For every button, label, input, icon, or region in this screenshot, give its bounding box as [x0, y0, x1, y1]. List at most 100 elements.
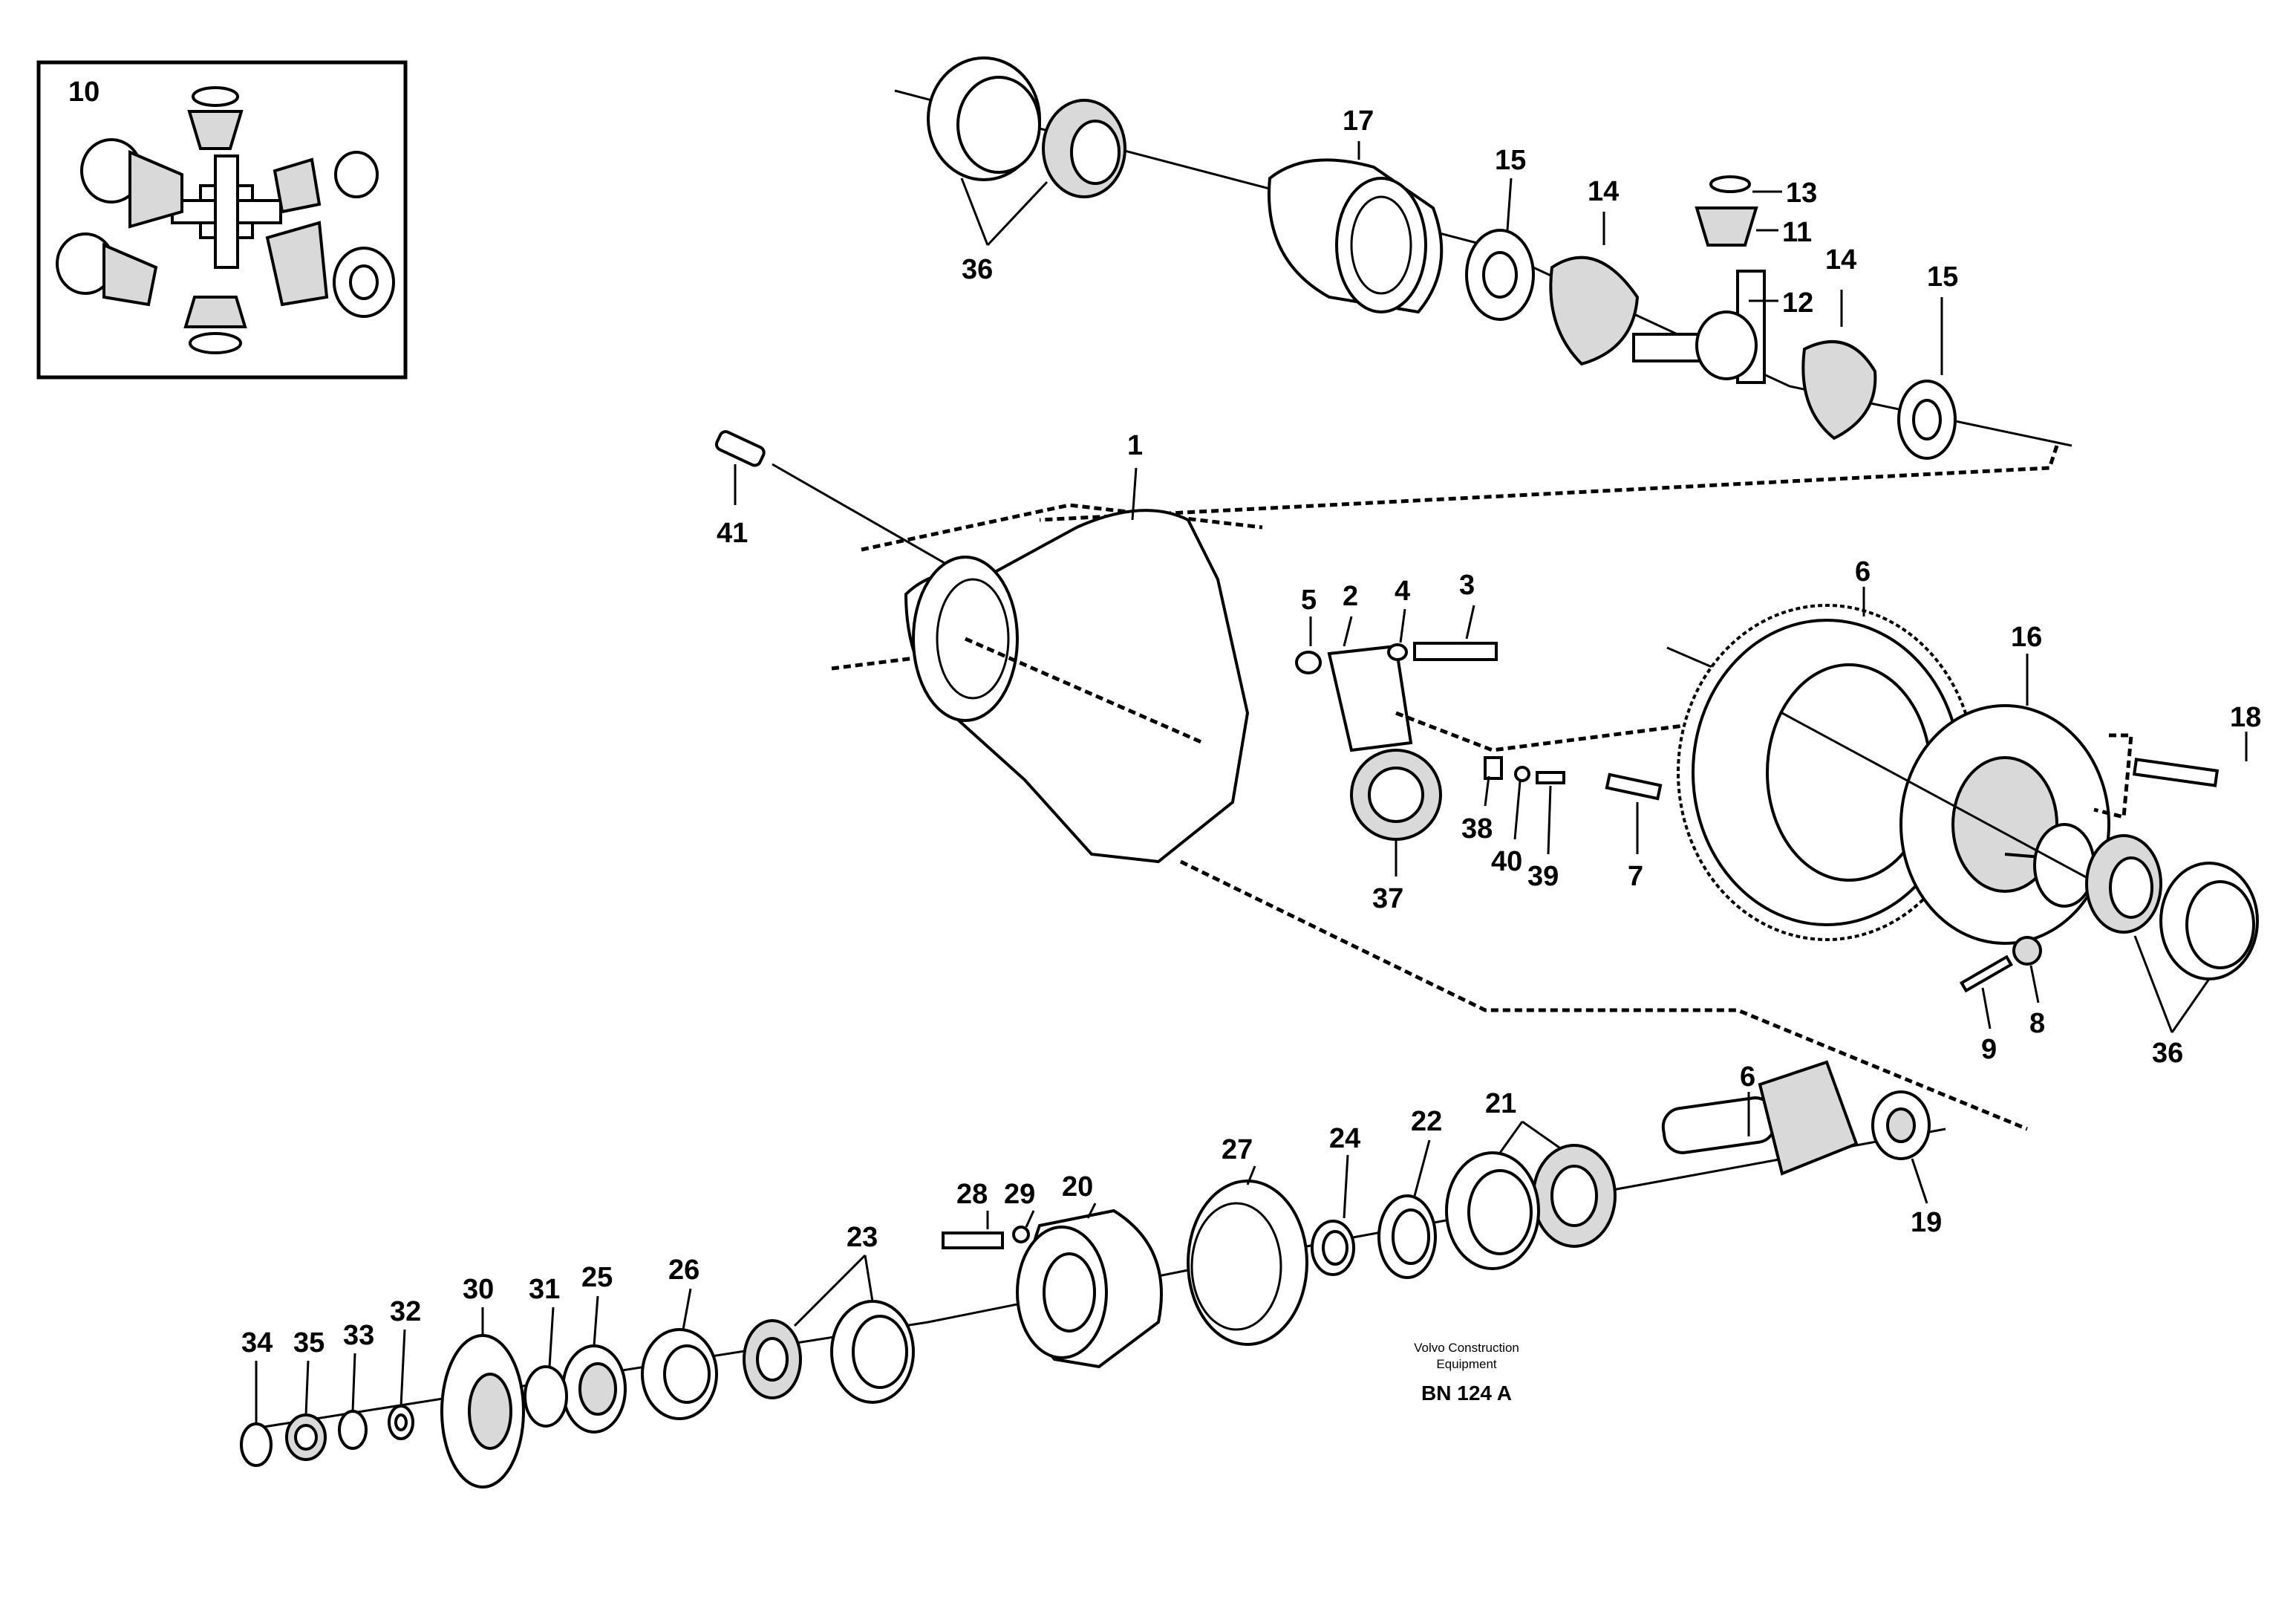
- cotter-pin-9: [1959, 954, 2014, 993]
- callout-19: 19: [1911, 1207, 1942, 1238]
- leader-23: [793, 1254, 874, 1327]
- washer-4: [1387, 643, 1408, 661]
- screw-39: [1536, 771, 1565, 784]
- callout-16: 16: [2011, 622, 2042, 653]
- callout-26: 26: [668, 1255, 699, 1286]
- inset-bottom-pinion: [183, 296, 247, 328]
- callout-27: 27: [1222, 1134, 1253, 1165]
- callout-13: 13: [1786, 178, 1817, 209]
- diff-case-half-17-bore: [1335, 177, 1427, 313]
- callout-33: 33: [343, 1320, 374, 1351]
- leader-19: [1911, 1158, 1928, 1204]
- callout-20: 20: [1062, 1171, 1093, 1203]
- stud-41: [714, 430, 766, 467]
- leader-29: [1025, 1210, 1035, 1228]
- leader-25: [593, 1295, 599, 1347]
- bearing-cap-2: [1327, 644, 1413, 752]
- leader-3: [1465, 605, 1475, 640]
- callout-39: 39: [1527, 861, 1559, 892]
- callout-31: 31: [529, 1274, 560, 1305]
- bearing-housing-27: [1187, 1180, 1308, 1346]
- leader-1: [1131, 467, 1138, 521]
- leader-21: [1498, 1120, 1560, 1154]
- sleeve-31: [524, 1365, 568, 1428]
- credit-line-2: Equipment: [1436, 1357, 1497, 1371]
- nut-8: [2012, 936, 2042, 966]
- leader-lines: [255, 141, 2248, 1424]
- adjusting-nut-37-hole: [1368, 767, 1424, 823]
- bearing-cone-36-top-inner: [1070, 120, 1121, 185]
- bolt-3: [1413, 642, 1498, 661]
- bolt-18: [2132, 758, 2220, 787]
- callout-7: 7: [1628, 861, 1643, 892]
- leader-38: [1484, 775, 1490, 807]
- callout-5: 5: [1301, 585, 1317, 616]
- inset-right-washer-hole: [349, 264, 379, 300]
- callout-36-right: 36: [2152, 1038, 2183, 1069]
- callout-11: 11: [1782, 217, 1812, 248]
- leader-36-right: [2133, 935, 2211, 1033]
- callout-38: 38: [1461, 813, 1493, 845]
- snap-ring-34: [240, 1422, 273, 1467]
- leader-15-left: [1506, 178, 1513, 231]
- bolt-7: [1605, 772, 1663, 801]
- carrier-housing-1-bore-inner: [936, 578, 1010, 700]
- lock-plate-38: [1484, 756, 1503, 780]
- bearing-cone-36-right-inner: [2109, 856, 2153, 919]
- bearing-cone-21-inner: [1550, 1165, 1598, 1227]
- pinion-housing-20-bore: [1043, 1252, 1096, 1333]
- callout-25: 25: [581, 1262, 613, 1293]
- bolt-28: [942, 1232, 1004, 1249]
- top-routing-line: [1039, 445, 2059, 522]
- leader-26: [682, 1288, 692, 1330]
- callout-40: 40: [1491, 846, 1522, 877]
- nut-35-hole: [294, 1424, 318, 1451]
- shim-24-inner: [1322, 1230, 1348, 1266]
- drawing-code: BN 124 A: [1421, 1382, 1512, 1405]
- callout-37: 37: [1372, 883, 1403, 914]
- callout-34: 34: [241, 1327, 273, 1359]
- thrust-washer-15-right-hole: [1912, 399, 1942, 440]
- inset-right-side-gear: [265, 221, 329, 307]
- pinion-washer-13: [1709, 175, 1751, 193]
- lock-washer-33: [338, 1410, 368, 1450]
- bearing-cup-23-inner: [852, 1315, 908, 1389]
- inset-differential-gear-set: 10: [36, 60, 408, 380]
- callout-23: 23: [847, 1222, 878, 1253]
- crown-wheel-group: [1666, 604, 2259, 993]
- leader-4: [1399, 608, 1406, 643]
- callout-labels: 36 17 15 14 13 11 12 14 15 1 41 5 2 4 3 …: [241, 105, 2261, 1359]
- callout-9: 9: [1981, 1034, 1997, 1065]
- callout-10: 10: [68, 77, 100, 108]
- oil-seal-25-inner: [578, 1362, 617, 1416]
- bearing-housing-27-ring: [1190, 1202, 1282, 1331]
- callout-4: 4: [1395, 576, 1410, 607]
- bearing-cone-23-inner: [756, 1337, 789, 1382]
- bearing-cup-36-top-inner: [956, 76, 1041, 174]
- callout-15-right: 15: [1927, 261, 1958, 293]
- pinion-gear-11: [1695, 206, 1758, 247]
- inset-right-washer: [334, 151, 379, 198]
- thrust-washer-15-left-hole: [1482, 251, 1518, 299]
- leader-39: [1547, 785, 1552, 855]
- callout-36-top: 36: [962, 254, 993, 285]
- pilot-bearing-19-inner: [1886, 1107, 1916, 1143]
- callout-22: 22: [1411, 1106, 1442, 1137]
- leader-20: [1086, 1203, 1097, 1219]
- callout-35: 35: [293, 1327, 324, 1359]
- crown-wheel-leader: [1666, 646, 1716, 670]
- side-gear-14-left: [1549, 256, 1640, 366]
- callout-29: 29: [1004, 1179, 1035, 1210]
- leader-2: [1343, 616, 1353, 647]
- middle-carrier-group: [714, 430, 2028, 1131]
- callout-30: 30: [463, 1274, 494, 1305]
- callout-21: 21: [1485, 1088, 1516, 1119]
- callout-14-left: 14: [1588, 176, 1619, 207]
- callout-15-left: 15: [1495, 145, 1526, 176]
- leader-36-top: [960, 178, 1048, 247]
- callout-8: 8: [2029, 1008, 2045, 1039]
- spacer-26-inner: [663, 1344, 711, 1404]
- leader-32: [399, 1329, 406, 1407]
- drive-pinion-6-teeth: [1758, 1060, 1859, 1176]
- top-differential-group: [894, 56, 2072, 522]
